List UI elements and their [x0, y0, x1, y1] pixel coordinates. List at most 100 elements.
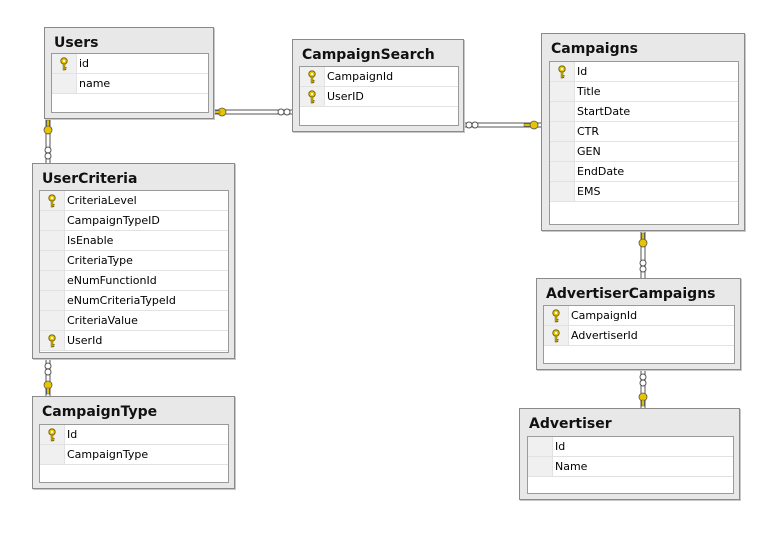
column-name: eNumCriteriaTypeId	[67, 294, 176, 307]
row-selector	[40, 291, 65, 310]
row-selector	[550, 102, 575, 121]
column-row[interactable]: eNumCriteriaTypeId	[40, 291, 228, 311]
key-end-icon	[638, 392, 648, 407]
table-title: UserCriteria	[42, 171, 138, 187]
infinity-end-icon	[639, 259, 647, 273]
column-row[interactable]: UserId	[40, 331, 228, 351]
column-row[interactable]: CampaignId	[300, 67, 458, 87]
column-name: CTR	[577, 125, 600, 138]
primary-key-icon	[544, 306, 569, 325]
column-row[interactable]: UserID	[300, 87, 458, 107]
column-row[interactable]: Id	[528, 437, 733, 457]
table-title: AdvertiserCampaigns	[546, 286, 716, 302]
table-title: CampaignType	[42, 404, 158, 420]
row-selector	[550, 142, 575, 161]
column-grid: Id Title StartDate CTR GEN EndDate EMS	[549, 61, 739, 225]
primary-key-icon	[40, 331, 65, 350]
column-row[interactable]: CampaignType	[40, 445, 228, 465]
column-name: CampaignTypeID	[67, 214, 160, 227]
rel-users-usercriteria[interactable]	[43, 119, 53, 163]
rel-campaigns-advertisercampaigns[interactable]	[638, 231, 648, 278]
column-row[interactable]: CriteriaType	[40, 251, 228, 271]
column-row[interactable]: GEN	[550, 142, 738, 162]
table-title: Campaigns	[551, 41, 638, 57]
row-selector	[40, 251, 65, 270]
table-campaign-type[interactable]: CampaignType Id CampaignType	[32, 396, 235, 489]
key-end-icon	[213, 107, 227, 117]
key-end-icon	[43, 119, 53, 135]
table-advertiser-campaigns[interactable]: AdvertiserCampaigns CampaignId Advertise…	[536, 278, 741, 370]
row-selector	[550, 122, 575, 141]
column-name: CampaignType	[67, 448, 149, 461]
column-row[interactable]: CriteriaValue	[40, 311, 228, 331]
column-name: name	[79, 77, 111, 90]
column-row[interactable]: CampaignTypeID	[40, 211, 228, 231]
row-selector	[528, 437, 553, 456]
column-grid: CampaignId UserID	[299, 66, 459, 126]
column-grid: Id CampaignType	[39, 424, 229, 483]
column-row[interactable]: CampaignId	[544, 306, 734, 326]
infinity-end-icon	[44, 362, 52, 376]
column-name: EndDate	[577, 165, 625, 178]
column-name: Title	[577, 85, 601, 98]
table-title: Users	[54, 35, 99, 51]
column-row[interactable]: CTR	[550, 122, 738, 142]
column-name: CriteriaLevel	[67, 194, 137, 207]
column-row[interactable]: CriteriaLevel	[40, 191, 228, 211]
table-advertiser[interactable]: Advertiser Id Name	[519, 408, 740, 500]
row-selector	[40, 271, 65, 290]
column-row[interactable]: name	[52, 74, 208, 94]
column-name: CampaignId	[571, 309, 638, 322]
column-name: CampaignId	[327, 70, 394, 83]
primary-key-icon	[300, 87, 325, 106]
row-selector	[550, 162, 575, 181]
rel-users-campaignsearch[interactable]	[213, 107, 292, 117]
column-row[interactable]: IsEnable	[40, 231, 228, 251]
row-selector	[40, 445, 65, 464]
table-campaign-search[interactable]: CampaignSearch CampaignId UserID	[292, 39, 464, 132]
key-end-icon	[638, 232, 648, 248]
primary-key-icon	[40, 191, 65, 210]
infinity-end-icon	[465, 121, 479, 129]
column-row[interactable]: StartDate	[550, 102, 738, 122]
table-campaigns[interactable]: Campaigns Id Title StartDate CTR GEN End…	[541, 33, 745, 231]
column-row[interactable]: eNumFunctionId	[40, 271, 228, 291]
column-grid: Id Name	[527, 436, 734, 494]
row-selector	[40, 231, 65, 250]
column-name: AdvertiserId	[571, 329, 638, 342]
column-row[interactable]: id	[52, 54, 208, 74]
row-selector	[52, 74, 77, 93]
column-name: id	[79, 57, 90, 70]
primary-key-icon	[550, 62, 575, 81]
column-grid: CampaignId AdvertiserId	[543, 305, 735, 364]
rel-usercriteria-campaigntype[interactable]	[43, 359, 53, 396]
column-name: UserId	[67, 334, 103, 347]
column-name: Id	[555, 440, 566, 453]
row-selector	[528, 457, 553, 476]
column-name: CriteriaValue	[67, 314, 138, 327]
column-name: Id	[577, 65, 588, 78]
table-users[interactable]: Users id name	[44, 27, 214, 119]
infinity-end-icon	[277, 108, 291, 116]
column-row[interactable]: AdvertiserId	[544, 326, 734, 346]
column-row[interactable]: Id	[40, 425, 228, 445]
key-end-icon	[523, 120, 539, 130]
table-user-criteria[interactable]: UserCriteria CriteriaLevel CampaignTypeI…	[32, 163, 235, 359]
table-title: CampaignSearch	[302, 47, 435, 63]
primary-key-icon	[52, 54, 77, 73]
column-row[interactable]: Name	[528, 457, 733, 477]
column-row[interactable]: Id	[550, 62, 738, 82]
column-grid: id name	[51, 53, 209, 113]
column-row[interactable]: EndDate	[550, 162, 738, 182]
rel-advertiser-advertisercampaigns[interactable]	[638, 370, 648, 408]
column-name: IsEnable	[67, 234, 114, 247]
row-selector	[40, 211, 65, 230]
column-name: Name	[555, 460, 588, 473]
column-row[interactable]: Title	[550, 82, 738, 102]
rel-campaigns-campaignsearch[interactable]	[463, 120, 541, 130]
primary-key-icon	[544, 326, 569, 345]
column-row[interactable]: EMS	[550, 182, 738, 202]
infinity-end-icon	[639, 373, 647, 387]
column-name: CriteriaType	[67, 254, 133, 267]
